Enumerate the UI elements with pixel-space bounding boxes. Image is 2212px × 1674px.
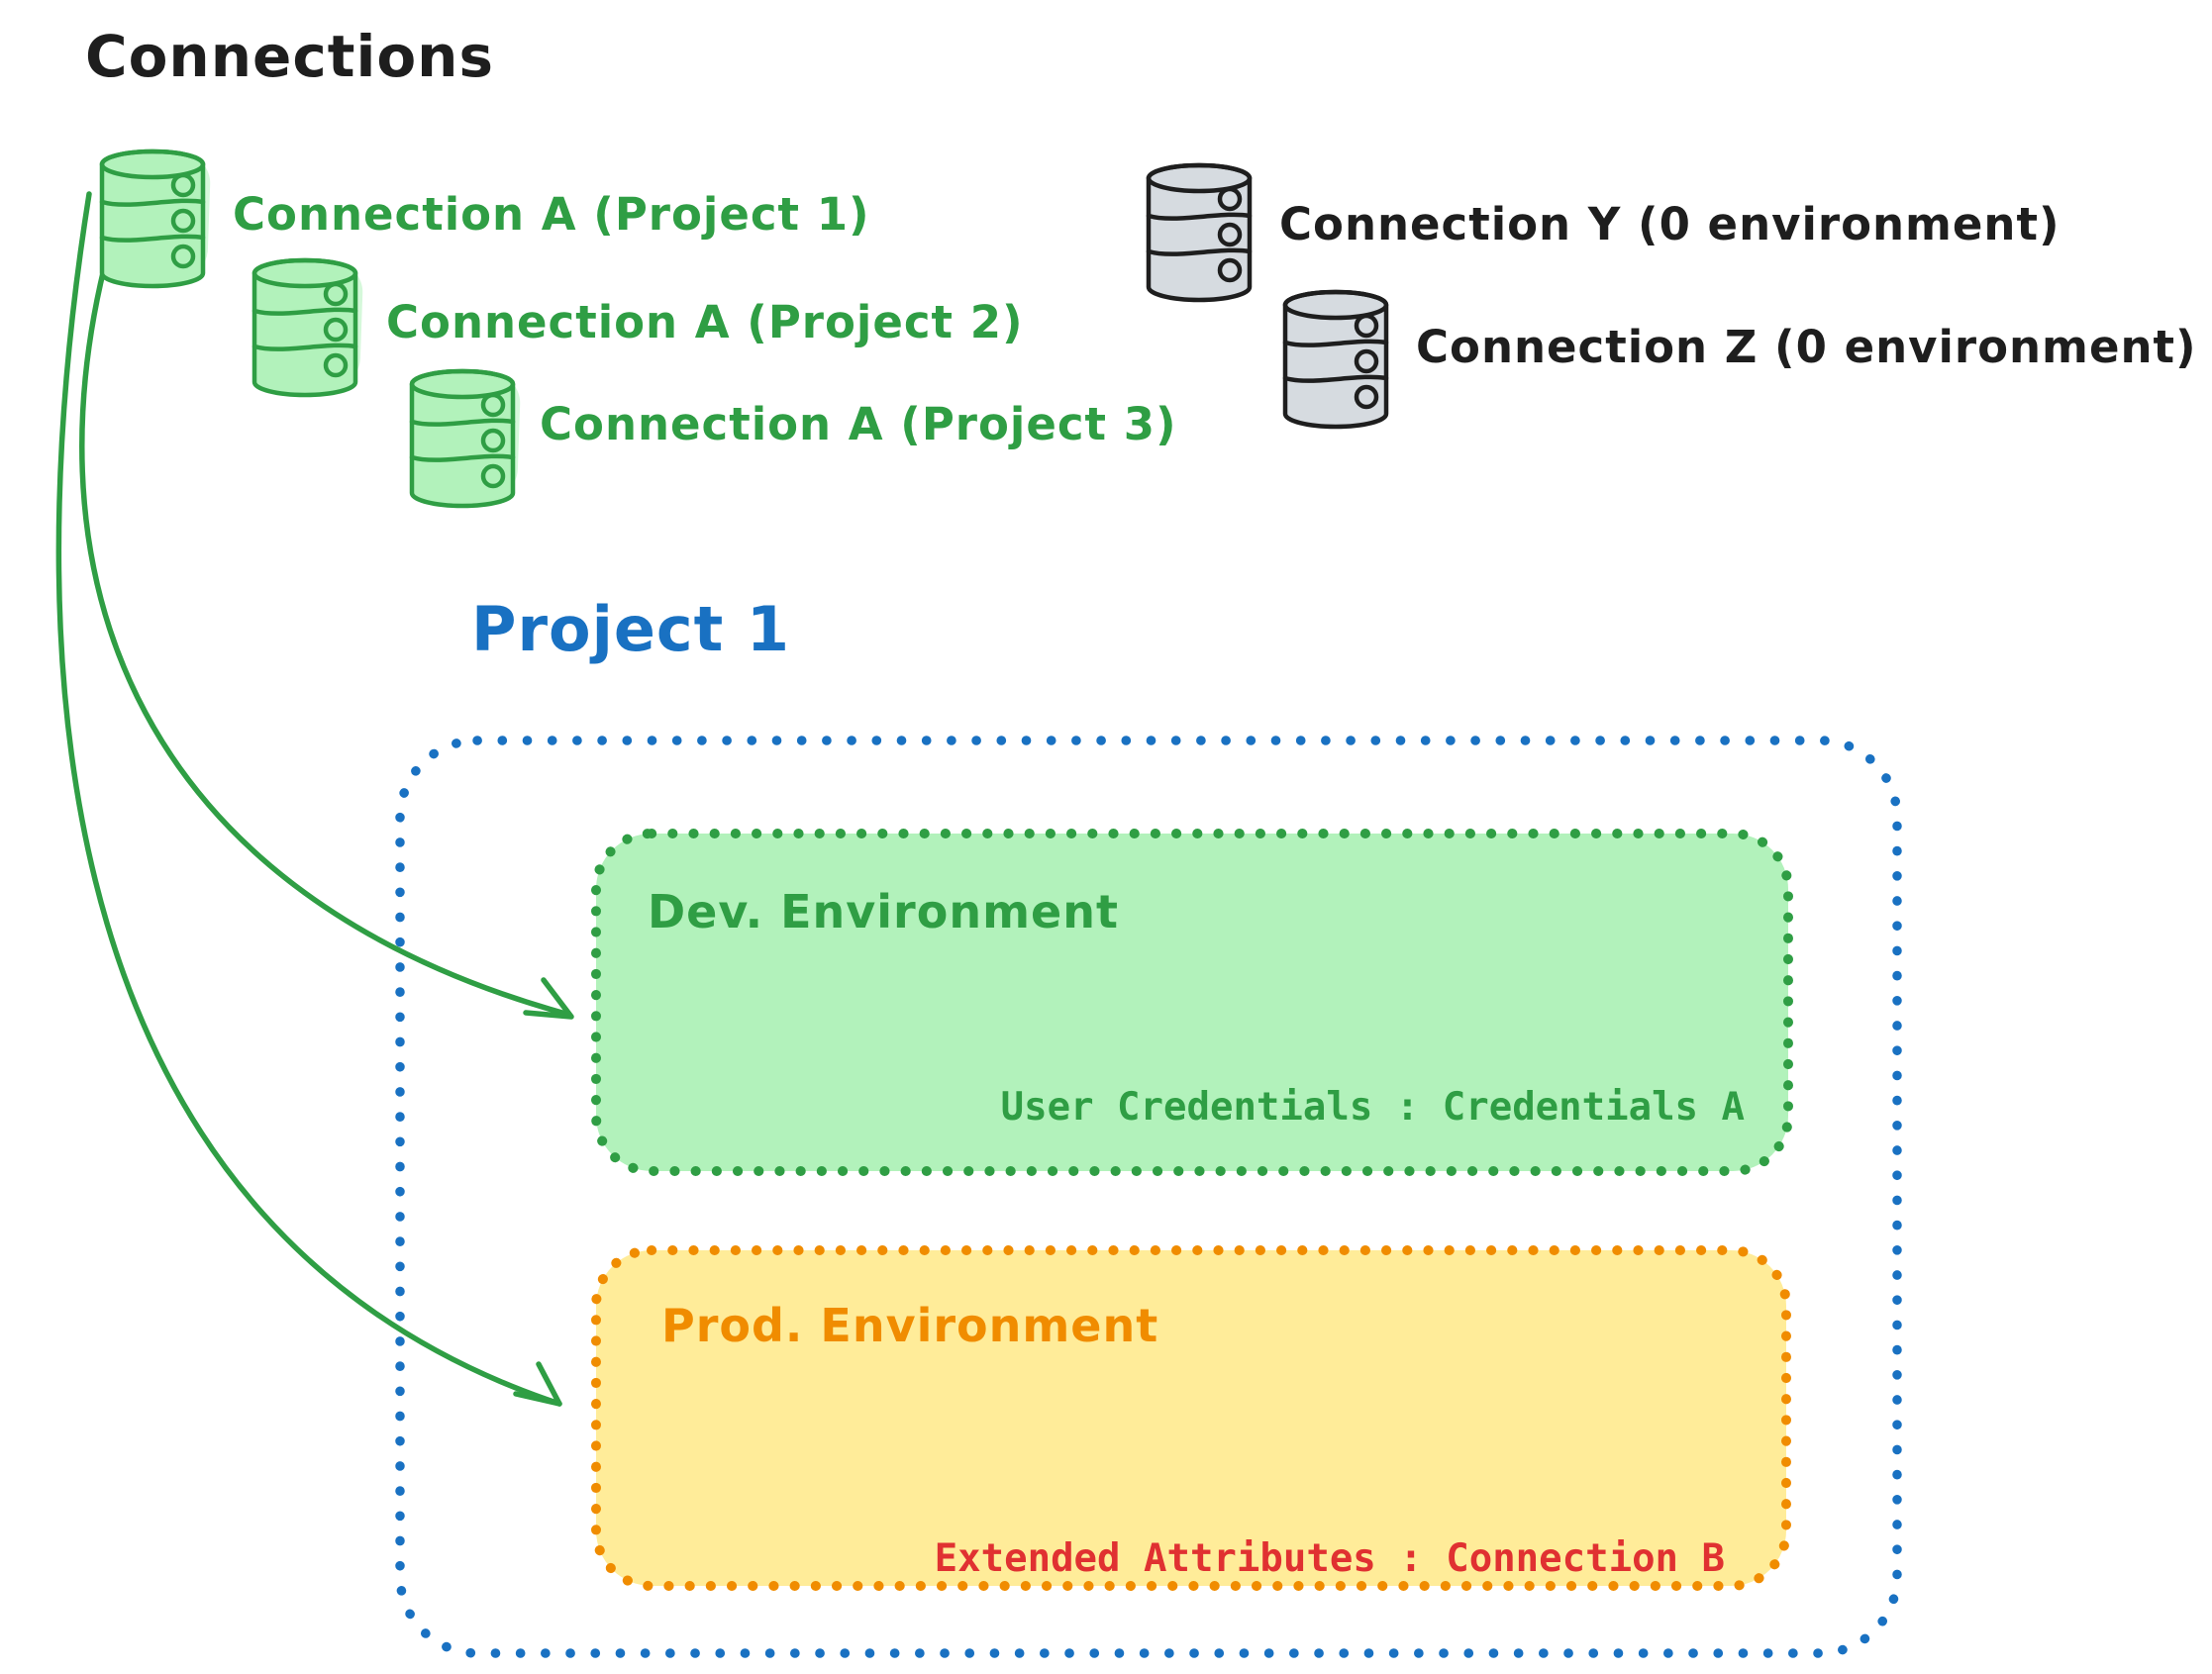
database-icon-green-1 bbox=[94, 148, 211, 289]
prod-credentials-lines: Extended Attributes : Connection B Ext.A… bbox=[596, 1445, 1725, 1674]
project-title: Project 1 bbox=[471, 593, 791, 665]
prod-environment-title: Prod. Environment bbox=[661, 1299, 1159, 1352]
connection-a-project-2-label: Connection A (Project 2) bbox=[386, 296, 1024, 348]
dev-credentials-line: User Credentials : Credentials A bbox=[1000, 1085, 1745, 1130]
dev-environment-title: Dev. Environment bbox=[648, 885, 1119, 938]
database-icon-gray-y bbox=[1141, 162, 1257, 303]
connection-y-label: Connection Y (0 environment) bbox=[1279, 198, 2061, 250]
connection-z-label: Connection Z (0 environment) bbox=[1416, 321, 2197, 373]
page-title: Connections bbox=[85, 23, 494, 90]
connection-a-project-3-label: Connection A (Project 3) bbox=[540, 398, 1177, 450]
arrowhead-dev bbox=[523, 977, 574, 1020]
database-icon-green-2 bbox=[247, 257, 363, 398]
database-icon-green-3 bbox=[404, 368, 521, 509]
arrowhead-prod bbox=[513, 1361, 562, 1407]
database-icon-gray-z bbox=[1277, 289, 1394, 430]
connection-a-project-1-label: Connection A (Project 1) bbox=[233, 188, 870, 241]
prod-credentials-line-1: Extended Attributes : Connection B bbox=[934, 1536, 1725, 1581]
